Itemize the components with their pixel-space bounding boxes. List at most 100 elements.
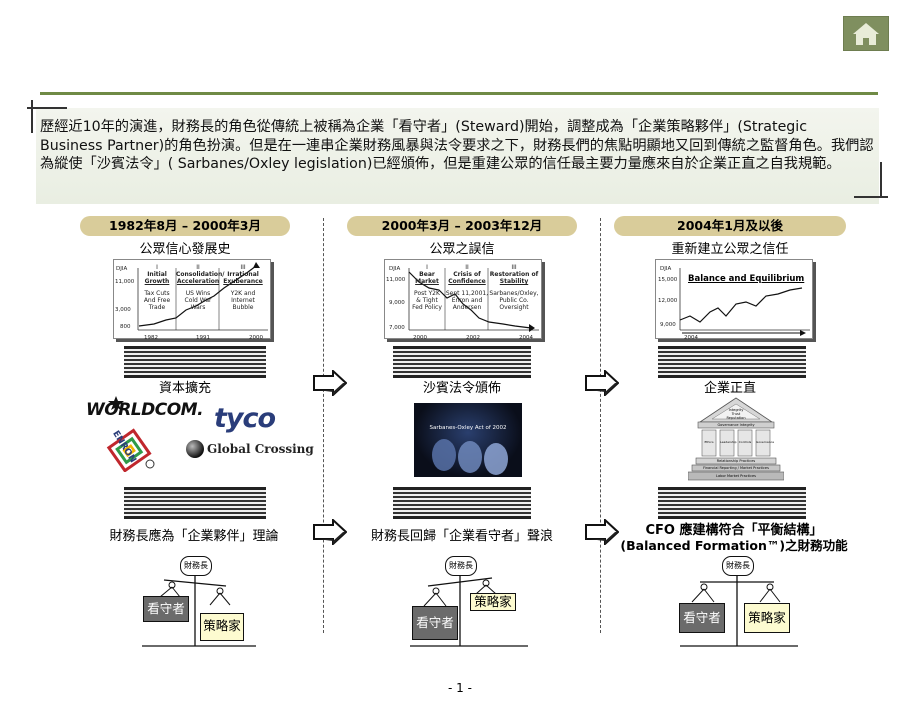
- balance-scale-diagram: [680, 568, 798, 647]
- balance-scale-diagram: [142, 568, 256, 647]
- role-caption-line: (Balanced Formation™)之財務功能: [620, 538, 848, 553]
- right-arrow-icon: [313, 519, 347, 545]
- bracket-corner-bottom-right: [880, 162, 882, 198]
- period-pill: 1982年8月 – 2000年3月: [80, 216, 290, 236]
- phase-number: I: [156, 264, 158, 271]
- stack-divider: [124, 346, 266, 378]
- chart-headline: Balance and Equilibrium: [688, 274, 805, 284]
- phase-name: Crisis of: [453, 271, 481, 278]
- phase-desc: And Free: [143, 297, 171, 304]
- stack-divider: [124, 487, 266, 519]
- y-axis-title: DJIA: [389, 266, 401, 272]
- y-tick: 15,000: [658, 277, 678, 283]
- phase-name: Market: [415, 278, 439, 285]
- phase-desc: Public Co.: [499, 297, 529, 304]
- role-caption: 財務長回歸「企業看守者」聲浪: [370, 529, 553, 544]
- phase-desc: Sarbanes/Oxley,: [489, 290, 539, 297]
- stack-divider: [393, 487, 531, 519]
- strategist-box: 策略家: [744, 603, 790, 633]
- chart-lines: [679, 268, 810, 336]
- bracket-corner-top-left-h: [27, 107, 67, 109]
- temple-beam-label: Governance Integrity: [717, 423, 755, 427]
- phase-desc: Fed Policy: [412, 304, 442, 311]
- phase-desc: Internet: [231, 297, 255, 304]
- y-tick: 800: [120, 324, 131, 330]
- temple-roof-label: Integrity: [728, 408, 744, 412]
- phase-name: Growth: [144, 278, 170, 285]
- djia-chart: DJIA 15,000 12,000 9,000 2004 Balance an…: [655, 259, 813, 341]
- worldcom-logo: WORLDCOM.: [86, 400, 204, 420]
- balance-scale-diagram: [410, 568, 528, 647]
- phase-name: Acceleration: [176, 278, 220, 285]
- phase-desc: & Tight: [416, 297, 438, 304]
- y-axis-title: DJIA: [116, 266, 128, 272]
- temple-pillar-label: Leadership: [720, 440, 737, 444]
- bracket-corner-top-left: [31, 100, 33, 133]
- strategist-box: 策略家: [200, 613, 244, 641]
- phase-desc: Enron and: [451, 297, 483, 304]
- phase-name: Restoration of: [489, 271, 539, 278]
- phase-name: Consolidation/: [176, 271, 225, 278]
- phase-desc: Trade: [148, 304, 166, 311]
- temple-pillar-label: Governance: [756, 440, 775, 444]
- role-caption: 財務長應為「企業夥伴」理論: [109, 529, 279, 544]
- globe-icon: [186, 440, 204, 458]
- y-tick: 12,000: [658, 298, 678, 304]
- x-tick: 1982: [144, 335, 158, 341]
- bracket-corner-bottom-right-h: [854, 196, 888, 198]
- phase-desc: Tax Cuts: [144, 290, 170, 297]
- temple-pillar-label: Ethics: [704, 440, 714, 444]
- driver-label: 沙賓法令頒佈: [422, 381, 501, 396]
- column-title: 公眾信心發展史: [139, 242, 231, 257]
- intro-panel: [36, 108, 879, 204]
- x-tick: 2002: [466, 335, 480, 341]
- enron-logo: ENRON: [104, 428, 156, 473]
- phase-desc: Sept 11,2001,: [445, 290, 489, 297]
- strategist-box: 策略家: [470, 593, 516, 611]
- x-tick: 1991: [196, 335, 210, 341]
- driver-label: 資本擴充: [158, 381, 211, 396]
- column-title: 公眾之誤信: [429, 242, 495, 257]
- y-tick: 3,000: [115, 307, 131, 313]
- phase-number: II: [465, 264, 469, 271]
- cfo-node: 財務長: [722, 556, 754, 576]
- temple-step-label: Relationship Practices: [716, 459, 756, 463]
- temple-pillar-label: Controls: [738, 440, 752, 444]
- header-divider: [40, 92, 878, 95]
- home-button[interactable]: [843, 16, 889, 51]
- temple-roof-label: Trust: [731, 412, 741, 416]
- steward-box: 看守者: [679, 603, 725, 633]
- period-pill: 2000年3月 – 2003年12月: [347, 216, 577, 236]
- cfo-node: 財務長: [445, 556, 477, 576]
- tyco-logo: tyco: [214, 403, 276, 434]
- y-axis-title: DJIA: [660, 266, 672, 272]
- phase-name: Stability: [499, 278, 529, 285]
- phase-name: Confidence: [448, 278, 486, 285]
- column-separator: [600, 218, 601, 633]
- stack-divider: [393, 346, 531, 378]
- phase-desc: US Wins: [185, 290, 211, 297]
- worldcom-star-icon: [108, 396, 124, 410]
- y-tick: 7,000: [389, 325, 405, 331]
- stack-divider: [658, 346, 806, 378]
- driver-label: 企業正直: [703, 381, 756, 396]
- column-separator: [323, 218, 324, 633]
- intro-paragraph: 歷經近10年的演進，財務長的角色從傳統上被稱為企業「看守者」(Steward)開…: [40, 119, 874, 173]
- home-icon: [853, 23, 879, 45]
- phase-desc: Andersen: [452, 304, 482, 311]
- integrity-temple-graphic: Integrity Trust Reputation Governance In…: [687, 396, 785, 482]
- phase-name: Initial: [147, 271, 167, 278]
- phase-number: III: [511, 264, 517, 271]
- phase-desc: Cold War: [184, 297, 212, 304]
- y-tick: 11,000: [386, 277, 406, 283]
- phase-desc: Wars: [190, 304, 206, 311]
- phase-name: Bear: [419, 271, 435, 278]
- sox-act-image: Sarbanes-Oxley Act of 2002: [414, 403, 522, 477]
- sox-act-caption: Sarbanes-Oxley Act of 2002: [429, 425, 507, 431]
- period-pill: 2004年1月及以後: [614, 216, 846, 236]
- phase-name: Exuberance: [223, 278, 263, 285]
- x-tick: 2000: [413, 335, 427, 341]
- djia-chart: DJIA 11,000 9,000 7,000 2000 2002 2004 I…: [384, 259, 542, 341]
- x-tick: 2004: [519, 335, 533, 341]
- temple-step-label: Financial Reporting / Market Practices: [703, 466, 769, 470]
